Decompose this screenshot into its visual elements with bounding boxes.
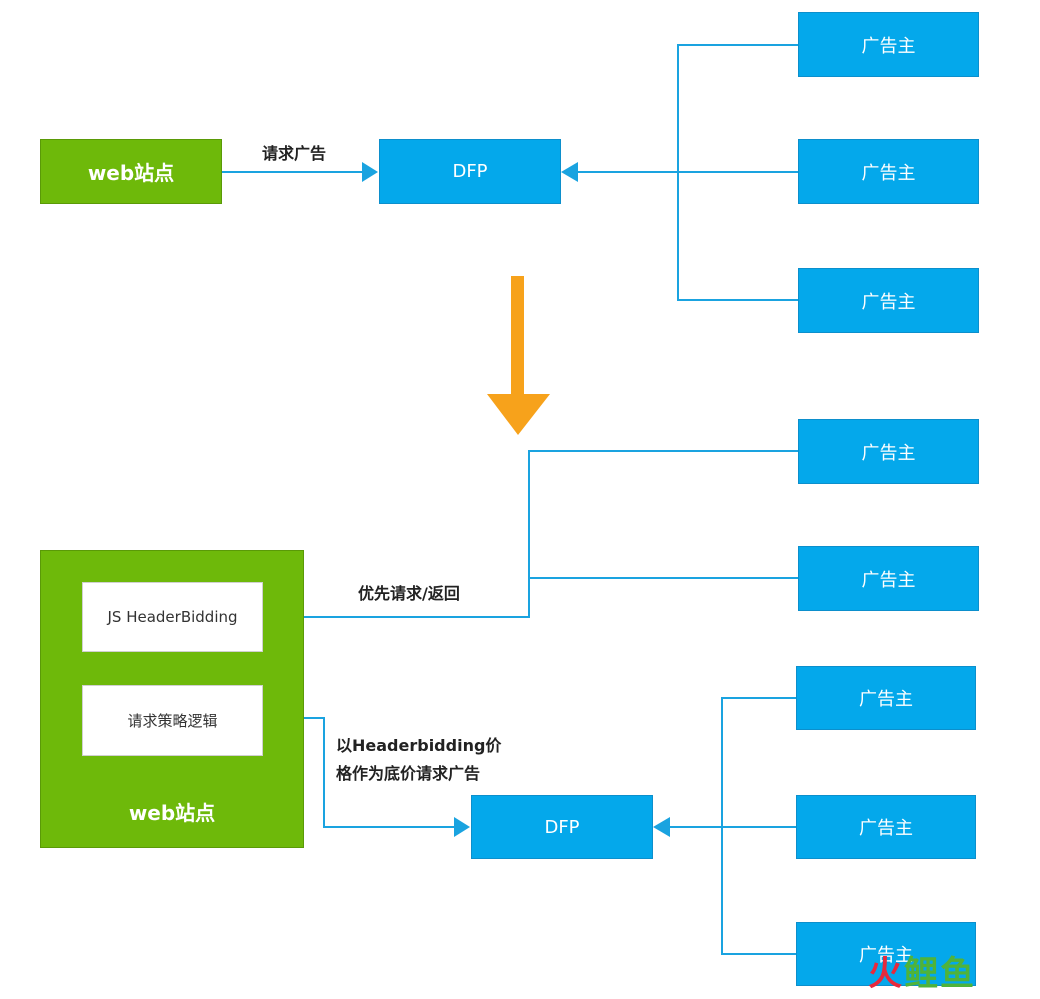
request-strategy-label: 请求策略逻辑 xyxy=(127,712,218,730)
js-headerbidding-label: JS HeaderBidding xyxy=(107,608,238,626)
priority-request-label: 优先请求/返回 xyxy=(358,584,460,603)
watermark-logo: 火 鲤 鱼 xyxy=(868,954,974,994)
top-advertiser-3-label: 广告主 xyxy=(861,291,916,313)
watermark-char-3: 鱼 xyxy=(940,954,974,994)
dfp-advertiser-1: 广告主 xyxy=(796,666,976,730)
top-dfp-label: DFP xyxy=(452,161,488,182)
top-advertiser-2-label: 广告主 xyxy=(861,162,916,184)
hb-advertiser-1: 广告主 xyxy=(798,419,979,484)
floor-price-label-line1: 以Headerbidding价 xyxy=(336,736,502,755)
dfp-advertiser-3: 广告主 xyxy=(796,922,976,986)
top-dfp-box: DFP xyxy=(379,139,561,204)
dfp-advertiser-1-label: 广告主 xyxy=(859,689,913,710)
dfp-advertiser-2-label: 广告主 xyxy=(859,818,913,839)
bottom-dfp-box: DFP xyxy=(471,795,653,859)
top-advertiser-3: 广告主 xyxy=(798,268,979,333)
top-web-site-box: web站点 xyxy=(40,139,222,204)
top-advertiser-2: 广告主 xyxy=(798,139,979,204)
hb-advertiser-2-label: 广告主 xyxy=(861,569,916,591)
request-arrowhead xyxy=(362,162,378,182)
priority-connector xyxy=(278,578,530,618)
bottom-dfp-label: DFP xyxy=(544,816,580,838)
top-advertiser-1: 广告主 xyxy=(798,12,979,77)
js-headerbidding-box: JS HeaderBidding xyxy=(82,582,263,652)
bottom-web-site-label: web站点 xyxy=(128,801,216,825)
floor-price-label-line2: 格作为底价请求广告 xyxy=(336,764,481,783)
top-dfp-arrowhead xyxy=(561,162,578,182)
transition-arrow-head xyxy=(487,394,550,435)
dfp-advertiser-3-label: 广告主 xyxy=(859,945,913,966)
hb-advertiser-1-label: 广告主 xyxy=(861,442,916,464)
request-strategy-box: 请求策略逻辑 xyxy=(82,685,263,756)
top-web-site-label: web站点 xyxy=(87,161,175,185)
request-ad-label: 请求广告 xyxy=(262,144,327,163)
dfp-advertiser-2: 广告主 xyxy=(796,795,976,859)
top-advertiser-1-label: 广告主 xyxy=(861,35,916,57)
floor-price-arrowhead xyxy=(454,817,470,837)
watermark-char-1: 火 xyxy=(868,954,902,994)
hb-advertiser-2: 广告主 xyxy=(798,546,979,611)
transition-arrow-shaft xyxy=(511,276,524,398)
hb-advertiser-bracket xyxy=(528,450,798,579)
watermark-char-2: 鲤 xyxy=(904,954,938,994)
bottom-dfp-arrowhead xyxy=(653,817,670,837)
